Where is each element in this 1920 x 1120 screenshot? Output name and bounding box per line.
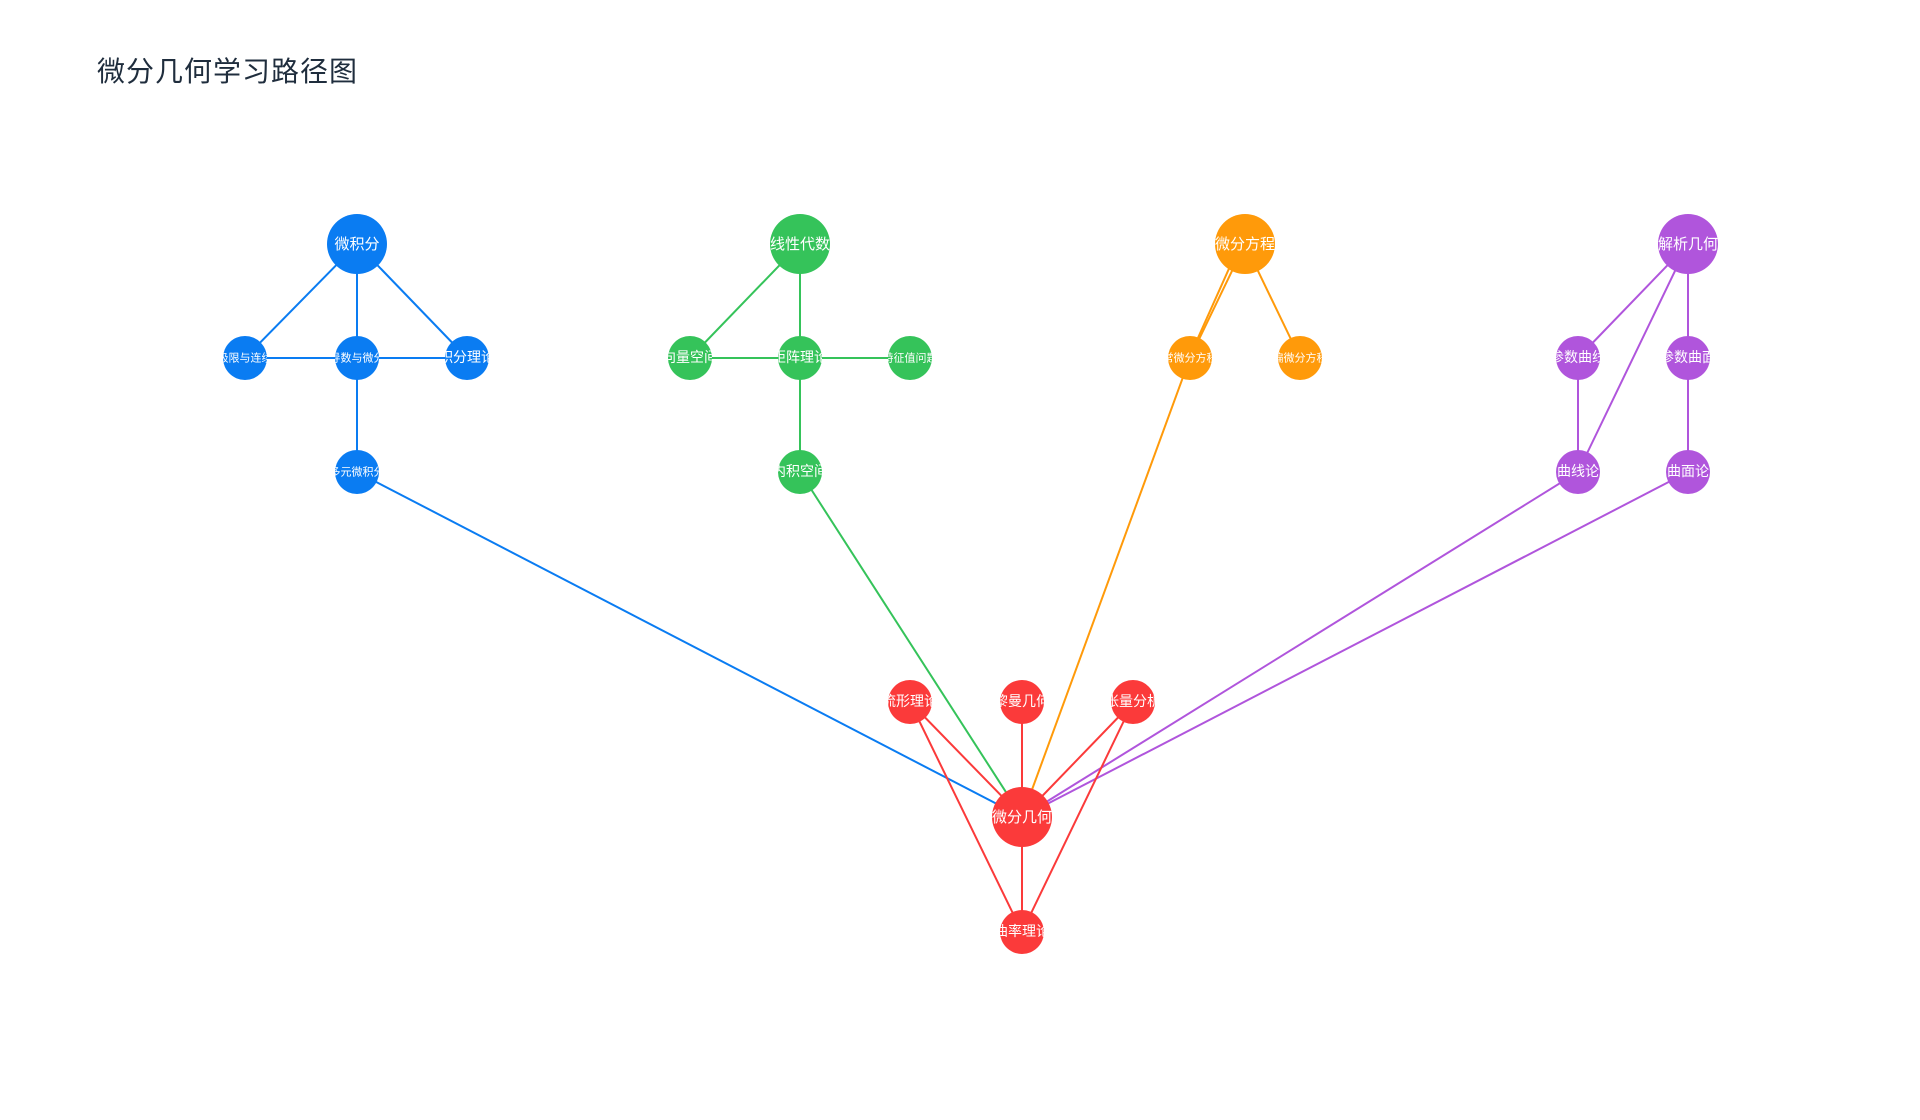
node-label: 曲率理论 <box>994 923 1050 940</box>
edge-curvet-dg <box>1021 471 1579 818</box>
node-circle[interactable] <box>1000 680 1044 724</box>
node-label: 极限与连续 <box>218 351 273 365</box>
node-curvet[interactable]: 曲线论 <box>1556 450 1600 494</box>
node-label: 积分理论 <box>439 350 495 366</box>
node-label: 常微分方程 <box>1163 351 1218 365</box>
node-label: 偏微分方程 <box>1273 351 1328 365</box>
node-dg[interactable]: 微分几何 <box>992 787 1052 847</box>
node-label: 矩阵理论 <box>772 350 828 366</box>
node-circle[interactable] <box>1556 336 1600 380</box>
node-label: 微积分 <box>334 235 379 253</box>
page-title: 微分几何学习路径图 <box>97 55 359 88</box>
node-circle[interactable] <box>1215 214 1275 274</box>
node-label: 曲线论 <box>1557 464 1599 480</box>
node-label: 导数与微分 <box>330 351 385 365</box>
node-label: 黎曼几何 <box>994 694 1050 710</box>
node-circle[interactable] <box>778 450 822 494</box>
node-multi[interactable]: 多元微积分 <box>330 450 385 494</box>
node-de[interactable]: 微分方程 <box>1215 214 1275 274</box>
node-circle[interactable] <box>1658 214 1718 274</box>
node-vecsp[interactable]: 向量空间 <box>662 336 718 380</box>
node-circle[interactable] <box>327 214 387 274</box>
node-matrix[interactable]: 矩阵理论 <box>772 336 828 380</box>
node-circle[interactable] <box>888 336 932 380</box>
node-circle[interactable] <box>1666 450 1710 494</box>
node-circle[interactable] <box>668 336 712 380</box>
node-curvature[interactable]: 曲率理论 <box>994 910 1050 954</box>
node-psurf[interactable]: 参数曲面 <box>1660 336 1716 380</box>
node-inner[interactable]: 内积空间 <box>772 450 828 494</box>
node-ode[interactable]: 常微分方程 <box>1163 336 1218 380</box>
node-circle[interactable] <box>770 214 830 274</box>
node-circle[interactable] <box>223 336 267 380</box>
node-circle[interactable] <box>888 680 932 724</box>
node-eigen[interactable]: 特征值问题 <box>883 336 938 380</box>
edge-surft-dg <box>1021 471 1689 818</box>
node-tensor[interactable]: 张量分析 <box>1105 680 1161 724</box>
edge-multi-dg <box>356 471 1023 818</box>
node-label: 张量分析 <box>1105 694 1161 710</box>
node-pcurve[interactable]: 参数曲线 <box>1550 336 1606 380</box>
node-circle[interactable] <box>335 336 379 380</box>
node-riemann[interactable]: 黎曼几何 <box>994 680 1050 724</box>
node-circle[interactable] <box>1000 910 1044 954</box>
node-label: 微分几何 <box>992 808 1052 826</box>
node-label: 解析几何 <box>1658 235 1718 253</box>
node-label: 流形理论 <box>882 694 938 710</box>
node-label: 向量空间 <box>662 350 718 366</box>
node-manifold[interactable]: 流形理论 <box>882 680 938 724</box>
edge-tensor-curvature <box>1021 701 1134 933</box>
edge-inner-dg <box>799 471 1023 818</box>
edge-manifold-curvature <box>909 701 1023 933</box>
node-label: 曲面论 <box>1667 464 1709 480</box>
node-circle[interactable] <box>778 336 822 380</box>
node-circle[interactable] <box>445 336 489 380</box>
node-calc[interactable]: 微积分 <box>327 214 387 274</box>
node-surft[interactable]: 曲面论 <box>1666 450 1710 494</box>
node-ag[interactable]: 解析几何 <box>1658 214 1718 274</box>
node-deriv[interactable]: 导数与微分 <box>330 336 385 380</box>
node-limit[interactable]: 极限与连续 <box>218 336 273 380</box>
node-circle[interactable] <box>1556 450 1600 494</box>
node-label: 微分方程 <box>1215 235 1275 253</box>
edge-ode-dg <box>1021 357 1191 818</box>
node-label: 多元微积分 <box>330 465 385 479</box>
node-integ[interactable]: 积分理论 <box>439 336 495 380</box>
node-label: 参数曲面 <box>1660 349 1716 366</box>
node-label: 内积空间 <box>772 464 828 480</box>
node-label: 特征值问题 <box>883 351 938 365</box>
node-linalg[interactable]: 线性代数 <box>770 214 830 274</box>
node-label: 参数曲线 <box>1550 349 1606 366</box>
node-circle[interactable] <box>1278 336 1322 380</box>
node-pde[interactable]: 偏微分方程 <box>1273 336 1328 380</box>
node-circle[interactable] <box>1111 680 1155 724</box>
node-circle[interactable] <box>1168 336 1212 380</box>
node-circle[interactable] <box>335 450 379 494</box>
node-label: 线性代数 <box>770 235 830 253</box>
node-circle[interactable] <box>992 787 1052 847</box>
edge-ag-curvet <box>1577 243 1689 473</box>
node-circle[interactable] <box>1666 336 1710 380</box>
